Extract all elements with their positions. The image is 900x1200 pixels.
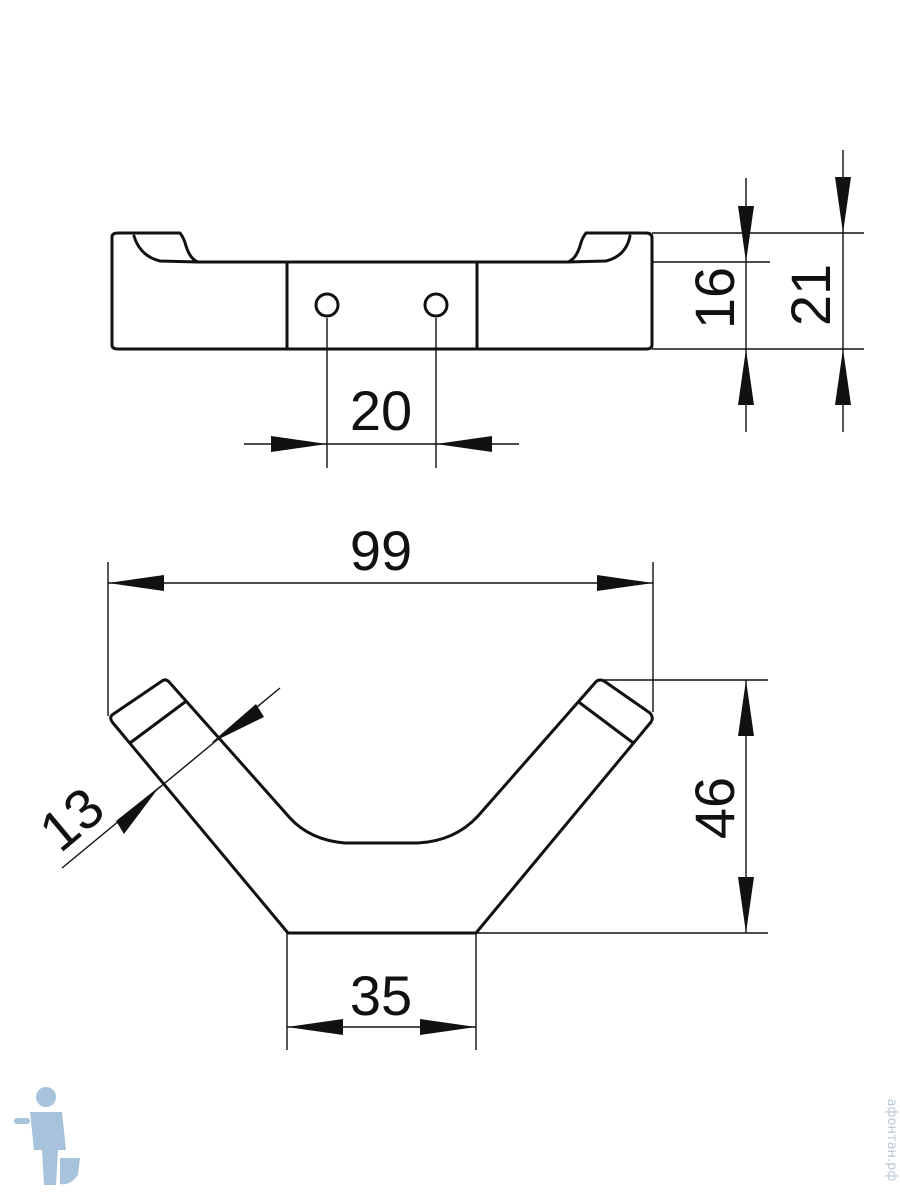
base-height-label: 16 xyxy=(683,267,746,329)
mounting-plate xyxy=(285,260,479,351)
top-view: 20 16 21 xyxy=(110,150,864,468)
overall-width-label: 99 xyxy=(350,519,412,582)
top-view-right-notch xyxy=(566,234,632,264)
base-width-arrow-left xyxy=(287,1019,343,1035)
overall-width-arrow-right xyxy=(597,575,653,591)
watermark-logo xyxy=(14,1087,80,1185)
hole-spacing-arrow-right xyxy=(436,436,492,452)
total-height-arrow-top xyxy=(835,177,851,233)
top-view-outline xyxy=(110,231,654,351)
arm-thickness-arrow-upper xyxy=(211,704,264,743)
total-height-label: 21 xyxy=(779,264,842,326)
base-height-arrow-top xyxy=(738,206,754,262)
mounting-hole-left xyxy=(314,292,340,318)
overall-width-arrow-left xyxy=(108,575,164,591)
hole-spacing-label: 20 xyxy=(350,379,412,442)
base-width-label: 35 xyxy=(350,964,412,1027)
mounting-hole-right xyxy=(423,292,449,318)
bottom-view: 99 46 35 13 xyxy=(27,519,768,1050)
total-depth-arrow-top xyxy=(738,680,754,736)
total-height-arrow-bottom xyxy=(835,349,851,405)
hole-spacing-arrow-left xyxy=(271,436,327,452)
total-depth-arrow-bottom xyxy=(738,877,754,933)
base-height-arrow-bottom xyxy=(738,349,754,405)
arm-thickness-arrow-lower xyxy=(116,786,160,834)
left-arm-cap-line xyxy=(128,700,187,745)
top-view-left-notch xyxy=(132,234,200,264)
watermark-text: афонтан.рф xyxy=(884,1098,899,1181)
total-depth-label: 46 xyxy=(683,777,746,839)
arm-thickness-label: 13 xyxy=(27,775,115,863)
right-arm-cap-line xyxy=(578,701,634,744)
base-width-arrow-right xyxy=(420,1019,476,1035)
hook-outline xyxy=(109,678,654,935)
